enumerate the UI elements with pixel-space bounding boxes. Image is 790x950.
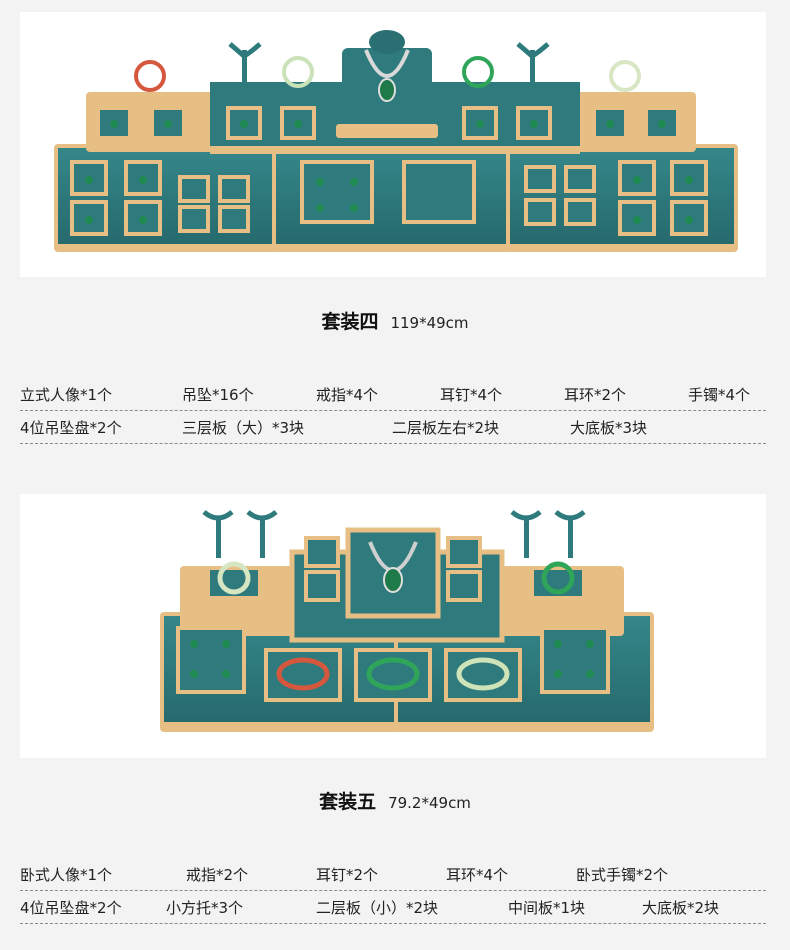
set-4-item: 手镯*4个 <box>688 386 751 404</box>
set-4-item: 立式人像*1个 <box>20 386 113 404</box>
product-photo-set-4 <box>20 12 766 277</box>
set-5-item: 戒指*2个 <box>186 866 249 884</box>
set-5-contents-row-2: 4位吊坠盘*2个 小方托*3个 二层板（小）*2块 中间板*1块 大底板*2块 <box>20 893 766 924</box>
set-5-name: 套装五 <box>319 791 377 813</box>
set-4-item: 二层板左右*2块 <box>392 419 500 437</box>
set-4-contents-row-1: 立式人像*1个 吊坠*16个 戒指*4个 耳钉*4个 耳环*2个 手镯*4个 <box>20 380 766 411</box>
set-5-item: 小方托*3个 <box>166 899 244 917</box>
set-4-name: 套装四 <box>321 311 379 333</box>
set-5-item: 耳钉*2个 <box>316 866 379 884</box>
set-5-size: 79.2*49cm <box>388 794 471 812</box>
jewelry-display-set-4-image <box>54 30 738 252</box>
set-4-item: 戒指*4个 <box>316 386 379 404</box>
set-5-item: 卧式手镯*2个 <box>576 866 669 884</box>
set-5-item: 4位吊坠盘*2个 <box>20 899 122 917</box>
set-4-size: 119*49cm <box>390 314 469 332</box>
set-4-item: 吊坠*16个 <box>182 386 254 404</box>
set-5-item: 中间板*1块 <box>508 899 586 917</box>
set-4-item: 大底板*3块 <box>570 419 648 437</box>
set-4-title: 套装四 119*49cm <box>0 310 790 335</box>
set-4-contents-row-2: 4位吊坠盘*2个 三层板（大）*3块 二层板左右*2块 大底板*3块 <box>20 413 766 444</box>
set-5-item: 卧式人像*1个 <box>20 866 113 884</box>
product-photo-set-5 <box>20 494 766 758</box>
set-5-item: 耳环*4个 <box>446 866 509 884</box>
jewelry-display-set-5-image <box>160 510 654 732</box>
set-5-item: 二层板（小）*2块 <box>316 899 439 917</box>
set-5-contents-row-1: 卧式人像*1个 戒指*2个 耳钉*2个 耳环*4个 卧式手镯*2个 <box>20 860 766 891</box>
set-4-item: 耳环*2个 <box>564 386 627 404</box>
set-4-item: 耳钉*4个 <box>440 386 503 404</box>
set-5-title: 套装五 79.2*49cm <box>0 790 790 815</box>
set-4-item: 4位吊坠盘*2个 <box>20 419 122 437</box>
set-5-item: 大底板*2块 <box>642 899 720 917</box>
set-4-item: 三层板（大）*3块 <box>182 419 305 437</box>
